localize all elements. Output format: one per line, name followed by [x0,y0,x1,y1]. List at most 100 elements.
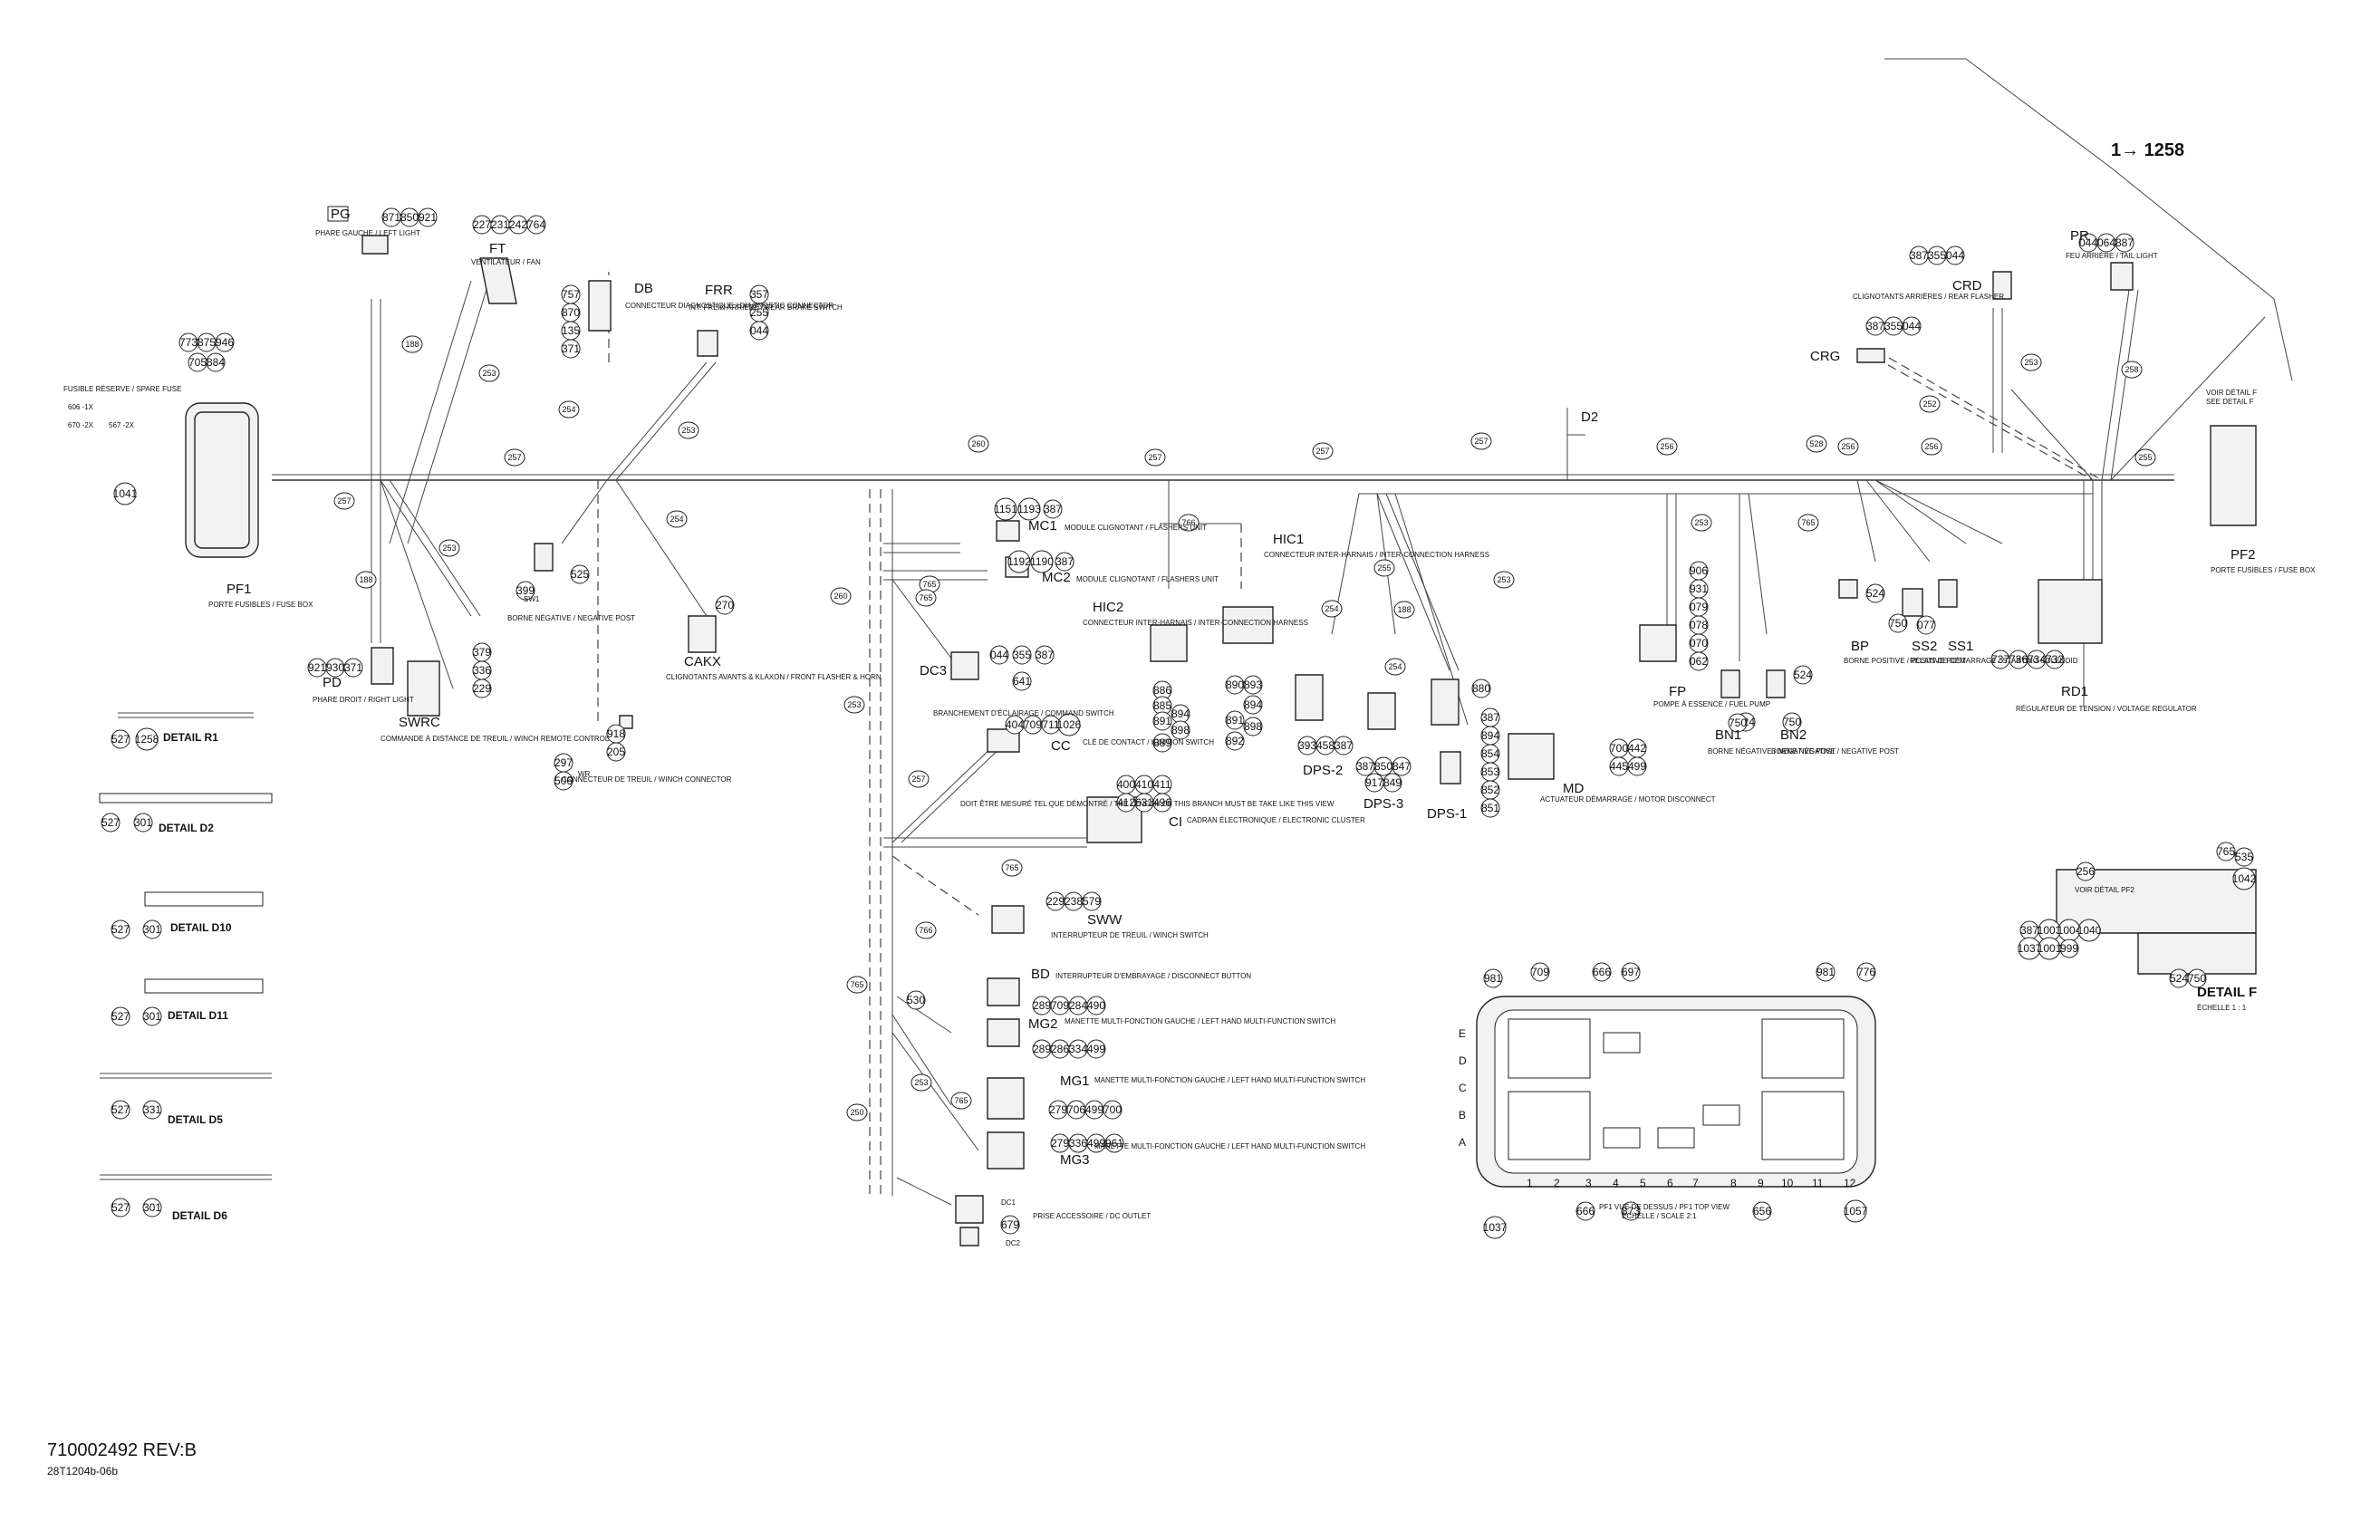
callout-circle [2045,650,2065,669]
callout-circle [1627,756,1647,776]
col-3: 3 [1585,1177,1592,1189]
callout-circle [516,581,535,601]
callout-bubble: 852 [1480,780,1500,800]
wire-label-ellipse [1921,438,1942,456]
callout-circle [142,1006,162,1026]
wire-label-ellipse [333,492,355,510]
caption-MC2: MODULE CLIGNOTANT / FLASHERS UNIT [1076,575,1219,583]
caption-FRR: INT. FREIN ARRIÈRE / REAR BRAKE SWITCH [689,303,843,312]
callout-number: 700 [1103,1103,1122,1116]
callout-number: 1026 [1057,718,1082,731]
voir-pf2: VOIR DÉTAIL PF2 [2075,886,2134,894]
label-BD: BD [1031,967,1050,982]
callout-number: 894 [1481,729,1499,742]
wire-label: 253 [478,364,500,382]
callout-number: 871 [382,211,400,224]
callout-number: 641 [1013,675,1031,688]
callout-number: 709 [1024,718,1042,731]
label-PF2: PF2 [2231,547,2256,563]
callout-bubble: 400 [1116,775,1136,794]
callout-number: 400 [1117,778,1135,791]
wire-label: 257 [908,770,930,788]
callout-number: 750 [1783,716,1801,728]
callout-circle [1752,1201,1772,1221]
callout-circle [1086,1039,1106,1059]
callout-circle [206,352,226,372]
callout-bubble: 062 [1689,651,1709,671]
callout-number: 880 [1472,682,1490,695]
callout-number: 393 [1298,739,1316,752]
callout-number: 889 [1153,736,1171,749]
callout-bubble: 579 [1082,891,1102,911]
callout-bubble: 750 [1782,712,1802,732]
wire-label-ellipse [1806,435,1827,453]
caption-DB: CONNECTEUR DIAGNOSTIQUE / DIAGNOSTIC CON… [625,302,833,310]
callout-number: 776 [1857,966,1875,978]
callout-number: 894 [1244,698,1262,711]
callout-circle [1030,550,1054,573]
wire-label-ellipse [1470,432,1492,450]
callout-number: 961 [1105,1137,1123,1150]
callout-bubble: 880 [1471,679,1491,698]
callout-bubble: 458 [1315,736,1335,756]
callout-bubble: 499 [1084,1100,1104,1120]
callout-bubble: 873 [1621,1201,1641,1221]
caption-SW1: BORNE NÉGATIVE / NEGATIVE POST [507,614,635,622]
wire-label: 188 [355,571,377,589]
callout-number: 852 [1481,784,1499,796]
callout-number: 875 [198,336,216,349]
callout-circle [1017,497,1041,521]
see-detail: SEE DETAIL F [2206,398,2254,406]
callout-bubble: 1041 [113,482,138,505]
callout-number: 931 [1690,582,1708,595]
callout-number: 279 [1051,1137,1069,1150]
wire-label: 257 [333,492,355,510]
callout-number: 301 [143,1201,161,1214]
caption-FT: VENTILATEUR / FAN [471,258,541,266]
wire-label: 252 [1919,395,1941,413]
callout-bubble: 301 [133,813,153,833]
caption-CAKX: CLIGNOTANTS AVANTS & KLAXON / FRONT FLAS… [666,673,882,681]
callout-bubble: 301 [142,919,162,939]
callout-number: 044 [750,324,768,337]
wire-label-ellipse [504,448,525,467]
label-MG1: MG1 [1060,1073,1090,1089]
callout-bubble: 387 [1865,316,1885,336]
callout-number: 044 [1946,249,1964,262]
callout-circle [1621,962,1641,982]
callout-number: 231 [491,218,509,231]
callout-number: 301 [143,1010,161,1023]
callout-number: 921 [419,211,437,224]
callout-number: 331 [143,1103,161,1116]
callout-bubble: 227 [472,215,492,235]
main-harness [272,58,2293,1206]
callout-bubble: 711 [1041,715,1061,735]
detail-blocks [99,712,273,1180]
wire-label: 257 [1312,442,1334,460]
detail-r1: DETAIL R1 [163,731,218,744]
wire-label-number: 765 [1005,863,1018,872]
callout-number: 898 [1244,720,1262,733]
wire-label: 260 [830,587,852,605]
callout-bubble: 044 [749,321,769,341]
wire-label-ellipse [846,1103,868,1121]
callout-number: 499 [1085,1103,1103,1116]
callout-bubble: 379 [472,642,492,662]
callout-bubble: 506 [554,771,573,791]
callout-bubble: 898 [1243,717,1263,736]
wire-label-number: 254 [670,515,683,524]
caption-DC: PRISE ACCESSOIRE / DC OUTLET [1033,1212,1151,1220]
callout-circle [1483,1216,1507,1239]
caption-SWRC: COMMANDE À DISTANCE DE TREUIL / WINCH RE… [381,735,610,743]
callout-number: 387 [1481,711,1499,724]
callout-circle [715,595,735,615]
callout-circle [1104,1133,1124,1153]
callout-circle [111,919,130,939]
callout-circle [749,321,769,341]
wire-label-ellipse [915,589,937,607]
callout-bubble: 679 [1000,1215,1020,1235]
wire-label-number: 765 [850,980,863,989]
wire-label: 765 [915,589,937,607]
